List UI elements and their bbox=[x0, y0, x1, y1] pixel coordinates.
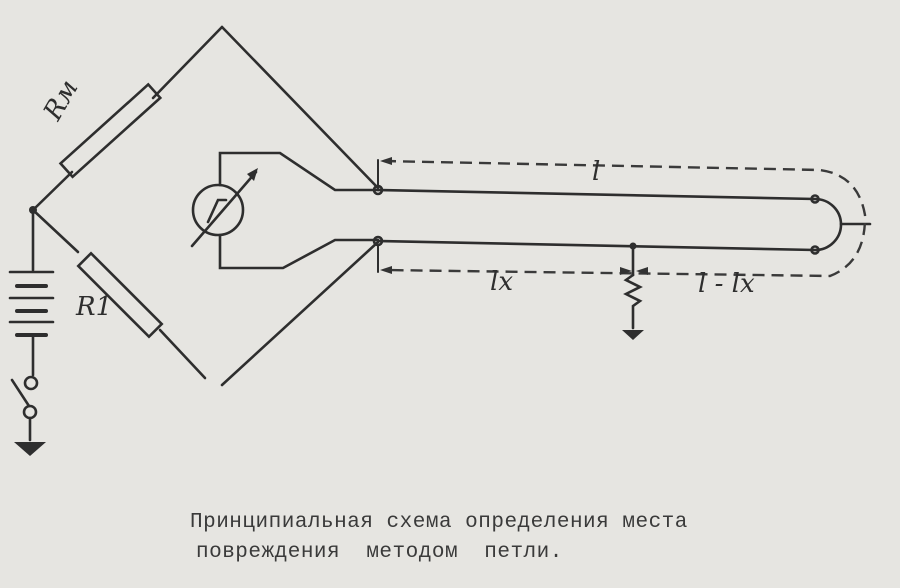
resistor-rm bbox=[58, 82, 163, 179]
resistor-r1 bbox=[76, 251, 164, 339]
bridge-node bbox=[29, 206, 37, 214]
battery-and-switch bbox=[8, 208, 55, 456]
resistor-r1-label: R1 bbox=[75, 292, 112, 322]
caption-line-1: Принципиальная схема определения места bbox=[190, 511, 688, 534]
bridge-wires bbox=[31, 25, 380, 387]
arrow-icon bbox=[247, 168, 258, 181]
dimension-lines bbox=[377, 157, 867, 278]
fault-to-ground bbox=[622, 244, 644, 340]
figure-caption: Принципиальная схема определения места п… bbox=[190, 508, 688, 568]
resistor-rm-label: Rм bbox=[38, 75, 85, 126]
remaining-length-label: l - lx bbox=[698, 269, 755, 299]
galvanometer bbox=[190, 151, 380, 270]
ground-icon bbox=[622, 330, 644, 340]
loop-length-label: l bbox=[592, 157, 600, 187]
caption-line-2: повреждения методом петли. bbox=[196, 541, 563, 564]
cable-loop bbox=[372, 184, 872, 255]
switch-contact-icon bbox=[23, 375, 39, 391]
fault-distance-label: lx bbox=[490, 267, 513, 297]
switch-blade bbox=[10, 378, 31, 408]
ground-icon bbox=[14, 442, 46, 456]
